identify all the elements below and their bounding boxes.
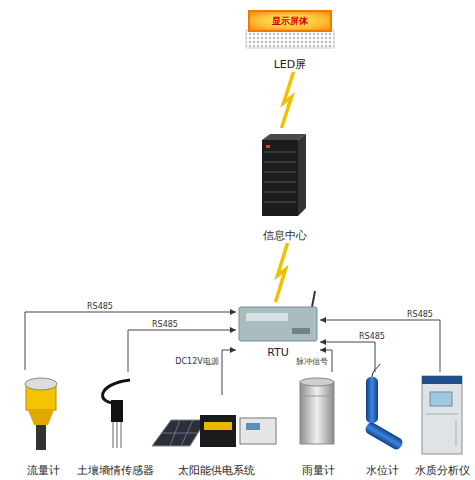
node-caption: 太阳能供电系统 [178, 464, 255, 477]
rain-gauge: 雨量计 [292, 372, 344, 478]
info-center: 信息中心 [245, 128, 325, 243]
water-quality-drawing [422, 376, 462, 454]
soil-sensor-probes [113, 422, 121, 448]
flow-meter-cap [25, 378, 57, 390]
water-level-drawing [364, 364, 405, 451]
water-level-meter: 水位计 [358, 372, 406, 478]
node-caption: 土壤墒情传感器 [77, 464, 154, 477]
rtu-drawing [239, 291, 317, 341]
solar-panel [152, 420, 206, 446]
rain-gauge-drawing [300, 378, 334, 444]
water-level-probe [366, 377, 378, 423]
soil-sensor-drawing [103, 380, 130, 448]
signal-label: DC12V电源 [175, 357, 218, 366]
solar-system-drawing [152, 415, 276, 447]
node-caption: 水质分析仪 [415, 464, 470, 477]
screen-text: 显示屏体 [248, 10, 332, 32]
solar-power-system: 太阳能供电系统 [152, 395, 280, 478]
wireless-link [276, 243, 288, 302]
signal-label: RS485 [152, 320, 178, 329]
rain-gauge-body [300, 382, 334, 444]
controller-screen [246, 423, 260, 430]
wireless-link [282, 72, 294, 128]
led-screen: 显示屏体 LED屏 [240, 6, 340, 72]
flow-meter-stem [36, 425, 46, 450]
soil-sensor: 土壤墒情传感器 [85, 372, 145, 478]
rtu-case [239, 307, 317, 341]
node-caption: LED屏 [274, 58, 307, 71]
rack-front [262, 140, 298, 216]
node-caption: 流量计 [27, 464, 60, 477]
led-grid [246, 30, 334, 48]
charge-controller [240, 418, 276, 444]
led-panel-drawing [246, 30, 334, 48]
signal-label: RS485 [407, 310, 433, 319]
soil-sensor-cable [103, 380, 130, 403]
flow-meter-cone [28, 410, 54, 425]
rack-light [266, 145, 270, 148]
rain-gauge-rim [300, 378, 334, 386]
signal-wire [320, 342, 375, 372]
flow-meter-drawing [25, 378, 57, 450]
flow-meter: 流量计 [8, 370, 78, 478]
node-caption: 水位计 [366, 464, 399, 477]
battery-label [204, 422, 232, 430]
rtu-port [292, 328, 310, 334]
signal-wire [25, 312, 236, 370]
signal-wire [320, 320, 440, 372]
rack-side [298, 134, 306, 216]
signal-label: RS485 [87, 302, 113, 311]
server-rack-drawing [262, 134, 306, 216]
battery [200, 415, 236, 447]
signal-label: 脉冲信号 [296, 357, 328, 366]
water-quality-analyzer: 水质分析仪 [416, 372, 468, 478]
node-caption: RTU [267, 346, 289, 359]
signal-wire [222, 350, 236, 395]
rtu-unit: RTU [236, 302, 320, 360]
analyzer-cabinet [422, 376, 462, 454]
node-caption: 雨量计 [302, 464, 335, 477]
rtu-antenna [312, 291, 315, 307]
rack-slots [264, 152, 296, 202]
solar-panel-grid [161, 420, 198, 446]
analyzer-band [422, 376, 462, 384]
analyzer-door [426, 414, 458, 446]
analyzer-display [430, 392, 452, 406]
rain-gauge-seam [300, 396, 334, 397]
connector-group [25, 72, 440, 395]
water-level-probe [364, 421, 405, 451]
signal-label: RS485 [359, 332, 385, 341]
water-level-cable [372, 364, 380, 378]
soil-sensor-body [111, 400, 123, 422]
rtu-panel [246, 313, 288, 321]
signal-wire [128, 330, 236, 372]
node-caption: 信息中心 [263, 229, 307, 242]
